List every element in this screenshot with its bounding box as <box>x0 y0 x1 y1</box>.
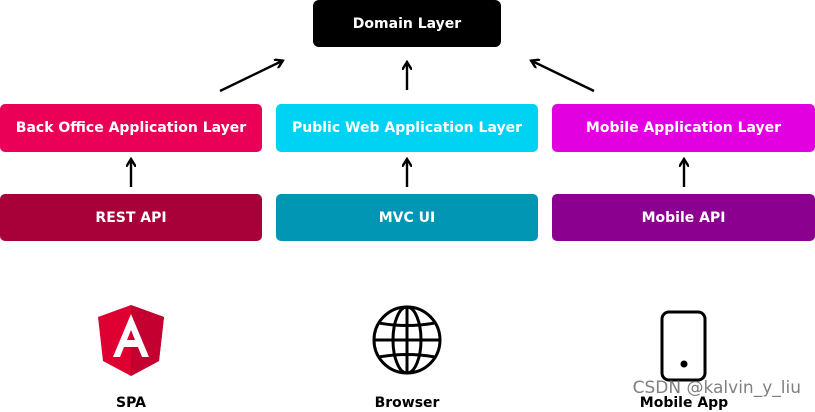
csdn-watermark: CSDN @kalvin_y_liu <box>632 378 801 398</box>
arrow-back-office-to-domain <box>219 61 282 93</box>
spa-label: SPA <box>116 395 146 411</box>
angular-icon <box>98 305 164 376</box>
mobile-api-box: Mobile API <box>552 194 815 241</box>
back-office-application-layer-box: Back Office Application Layer <box>0 104 262 152</box>
public-web-application-layer-box: Public Web Application Layer <box>276 104 538 152</box>
mobile-application-layer-label: Mobile Application Layer <box>585 120 782 136</box>
mobile-app-label: Mobile App <box>639 395 729 411</box>
browser-label: Browser <box>374 395 440 411</box>
mvc-ui-label: MVC UI <box>378 209 436 226</box>
smartphone-icon <box>660 310 707 382</box>
public-web-application-layer-label: Public Web Application Layer <box>292 120 522 136</box>
mobile-api-label: Mobile API <box>641 209 726 226</box>
mvc-ui-box: MVC UI <box>276 194 538 241</box>
rest-api-label: REST API <box>95 209 167 226</box>
back-office-application-layer-label: Back Office Application Layer <box>15 120 247 136</box>
domain-layer-label: Domain Layer <box>352 15 462 32</box>
rest-api-box: REST API <box>0 194 262 241</box>
domain-layer-box: Domain Layer <box>313 0 501 47</box>
mobile-application-layer-box: Mobile Application Layer <box>552 104 815 152</box>
arrow-mobile-to-domain <box>532 61 595 93</box>
globe-icon <box>372 305 442 375</box>
